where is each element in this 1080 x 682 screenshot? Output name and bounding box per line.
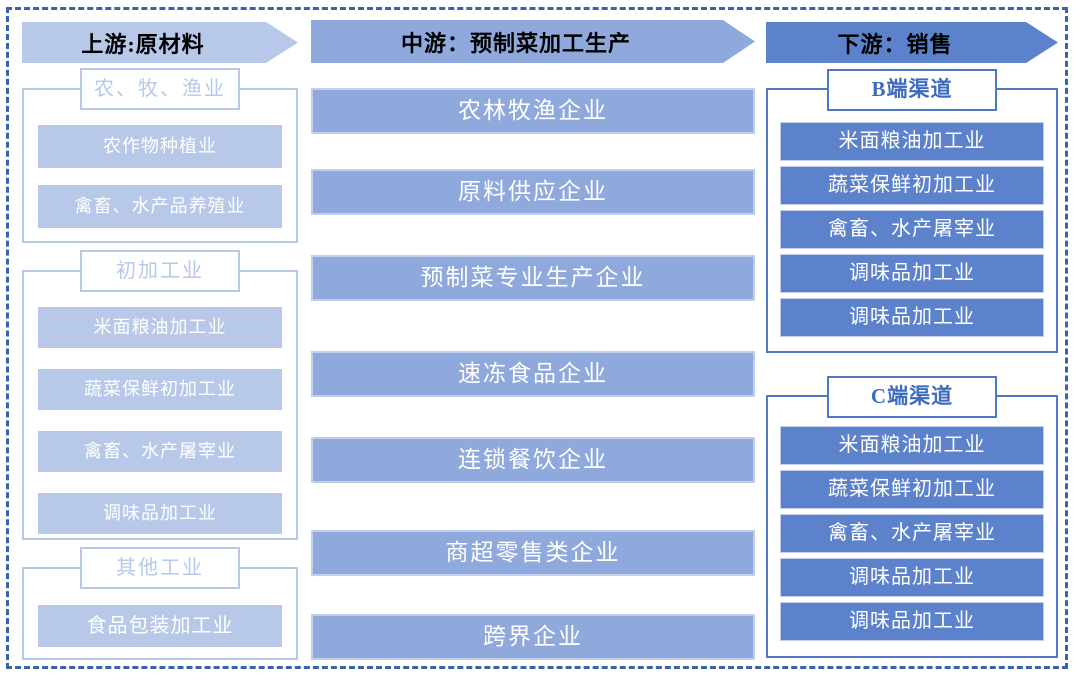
chain-item: 速冻食品企业 xyxy=(311,351,755,397)
chain-item: 农林牧渔企业 xyxy=(311,88,755,134)
downstream-column: 下游：销售 B端渠道 米面粮油加工业 蔬菜保鲜初加工业 禽畜、水产屠宰业 调味品… xyxy=(766,22,1058,658)
chain-item: 食品包装加工业 xyxy=(38,605,282,647)
chain-item: 调味品加工业 xyxy=(780,558,1044,597)
chain-item: 蔬菜保鲜初加工业 xyxy=(780,166,1044,205)
chain-item: 预制菜专业生产企业 xyxy=(311,255,755,301)
midstream-column: 中游：预制菜加工生产 农林牧渔企业 原料供应企业 预制菜专业生产企业 速冻食品企… xyxy=(311,20,755,660)
chain-item: 跨界企业 xyxy=(311,614,755,660)
chain-item: 禽畜、水产屠宰业 xyxy=(780,210,1044,249)
downstream-header-arrow: 下游：销售 xyxy=(766,22,1058,63)
midstream-header-arrow: 中游：预制菜加工生产 xyxy=(311,20,755,63)
chain-item: 原料供应企业 xyxy=(311,169,755,215)
chain-item: 米面粮油加工业 xyxy=(780,426,1044,465)
upstream-header-arrow: 上游:原材料 xyxy=(22,22,298,63)
downstream-header-label: 下游：销售 xyxy=(837,31,953,57)
upstream-group-other-industry: 其他工业 食品包装加工业 xyxy=(22,547,298,660)
chain-item: 米面粮油加工业 xyxy=(38,307,282,348)
chain-item: 调味品加工业 xyxy=(780,602,1044,641)
chain-item: 商超零售类企业 xyxy=(311,530,755,576)
group-title: 其他工业 xyxy=(80,547,240,589)
chain-item: 禽畜、水产品养殖业 xyxy=(38,185,282,228)
chain-item: 禽畜、水产屠宰业 xyxy=(780,514,1044,553)
group-title: C端渠道 xyxy=(827,376,997,418)
chain-item: 农作物种植业 xyxy=(38,125,282,168)
group-title: 农、牧、渔业 xyxy=(80,68,240,110)
chain-item: 蔬菜保鲜初加工业 xyxy=(780,470,1044,509)
midstream-header-label: 中游：预制菜加工生产 xyxy=(400,30,631,56)
chain-item: 调味品加工业 xyxy=(780,298,1044,337)
chain-item: 蔬菜保鲜初加工业 xyxy=(38,369,282,410)
downstream-group-b-channel: B端渠道 米面粮油加工业 蔬菜保鲜初加工业 禽畜、水产屠宰业 调味品加工业 调味… xyxy=(766,69,1058,353)
group-title: 初加工业 xyxy=(80,250,240,292)
upstream-group-agriculture: 农、牧、渔业 农作物种植业 禽畜、水产品养殖业 xyxy=(22,68,298,243)
chain-item: 米面粮油加工业 xyxy=(780,122,1044,161)
downstream-group-c-channel: C端渠道 米面粮油加工业 蔬菜保鲜初加工业 禽畜、水产屠宰业 调味品加工业 调味… xyxy=(766,376,1058,658)
group-title: B端渠道 xyxy=(827,69,997,111)
upstream-header-label: 上游:原材料 xyxy=(81,31,205,57)
chain-item: 调味品加工业 xyxy=(780,254,1044,293)
chain-item: 调味品加工业 xyxy=(38,493,282,534)
chain-item: 禽畜、水产屠宰业 xyxy=(38,431,282,472)
chain-item: 连锁餐饮企业 xyxy=(311,437,755,483)
upstream-group-primary-processing: 初加工业 米面粮油加工业 蔬菜保鲜初加工业 禽畜、水产屠宰业 调味品加工业 xyxy=(22,250,298,540)
upstream-column: 上游:原材料 农、牧、渔业 农作物种植业 禽畜、水产品养殖业 初加工业 米面粮油… xyxy=(22,22,298,660)
